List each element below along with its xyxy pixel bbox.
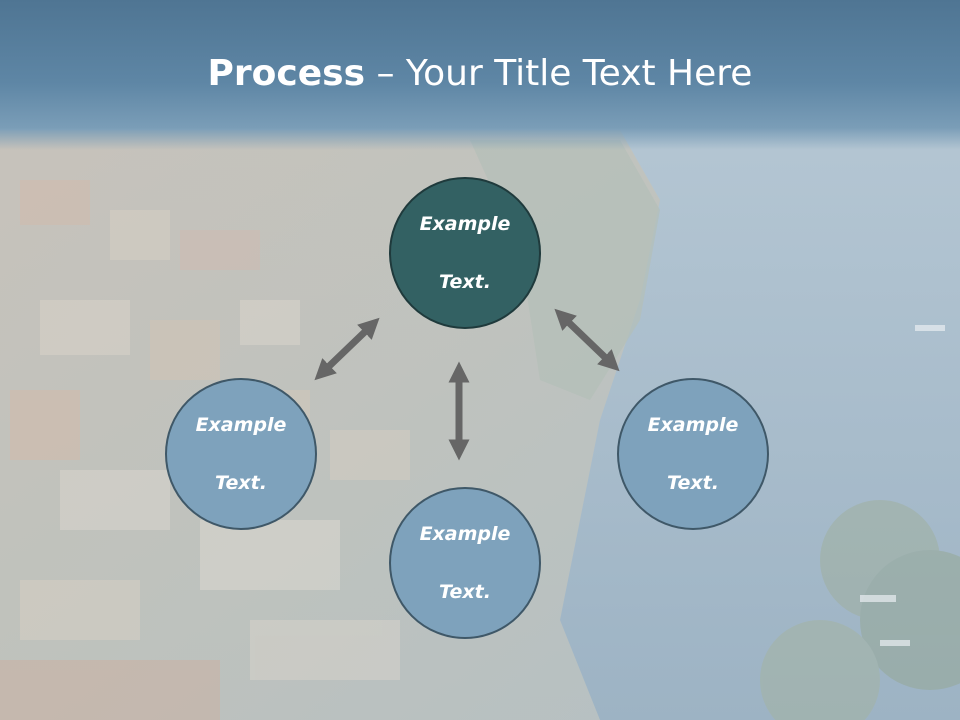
slide-title: Process – Your Title Text Here <box>0 50 960 98</box>
title-rest: – Your Title Text Here <box>365 53 753 94</box>
node-label-line2: Text. <box>667 471 719 494</box>
node-label-line2: Text. <box>215 471 267 494</box>
node-label-line2: Text. <box>439 580 491 603</box>
title-band <box>0 0 960 150</box>
node-label-line1: Example <box>419 522 511 545</box>
node-label-line1: Example <box>419 212 511 235</box>
node-label-line1: Example <box>195 413 287 436</box>
arrow-top-right <box>554 308 620 372</box>
node-label-line2: Text. <box>439 270 491 293</box>
title-strong: Process <box>207 53 366 94</box>
arrow-top-left <box>314 317 380 381</box>
node-label-line1: Example <box>647 413 739 436</box>
